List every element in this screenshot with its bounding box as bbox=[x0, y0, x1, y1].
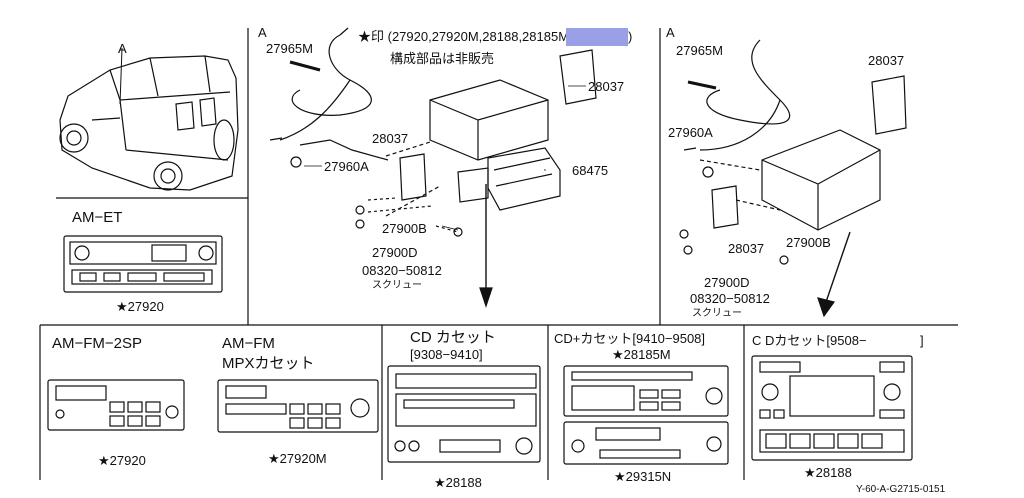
part-27965M-right: 27965M bbox=[676, 43, 723, 58]
component-note-close: ) bbox=[628, 29, 633, 44]
part-27900D-right: 27900D bbox=[704, 275, 750, 290]
left-assembly-marker: A bbox=[258, 25, 267, 40]
redacted-box bbox=[566, 28, 628, 46]
radio-cd-cassette-9508-illustration bbox=[751, 355, 913, 461]
radio-am-et-title: AM−ET bbox=[72, 209, 123, 226]
part-28037-top-left: 28037 bbox=[588, 79, 625, 94]
radio-cd-cassette-period: [9308−9410] bbox=[410, 347, 483, 362]
part-27900D-left: 27900D bbox=[372, 245, 418, 260]
screw-label-right: スクリュー bbox=[692, 308, 742, 319]
radio-cd-cassette-9508-part: ★28188 bbox=[804, 465, 852, 480]
part-68475: 68475 bbox=[572, 163, 609, 178]
part-27965M-left: 27965M bbox=[266, 41, 313, 56]
radio-cd-plus-cassette-part-bottom: ★29315N bbox=[614, 469, 672, 484]
radio-cd-plus-cassette-part-top: ★28185M bbox=[612, 347, 671, 362]
diagram-code: Y-60-A-G2715-0151 bbox=[856, 484, 946, 495]
radio-cd-plus-cassette-title: CD+カセット[9410−9508] bbox=[554, 331, 706, 346]
right-assembly-illustration bbox=[679, 39, 907, 318]
part-28037-mid-left: 28037 bbox=[372, 131, 409, 146]
part-28037-bottom-right: 28037 bbox=[728, 241, 765, 256]
radio-cd-plus-cassette-illustration bbox=[563, 365, 729, 465]
part-27900B-right: 27900B bbox=[786, 235, 831, 250]
part-27960A-right: 27960A bbox=[668, 125, 713, 140]
component-note-jp: 構成部品は非販売 bbox=[390, 51, 495, 66]
right-assembly-marker: A bbox=[666, 25, 675, 40]
radio-am-fm-2sp-title: AM−FM−2SP bbox=[52, 335, 143, 352]
vehicle-view-marker: A bbox=[118, 41, 127, 56]
radio-am-fm-mpx-title: AM−FM bbox=[222, 335, 275, 352]
radio-cd-cassette-9508-bracket: ] bbox=[920, 333, 924, 348]
radio-am-et-illustration bbox=[63, 235, 223, 293]
component-note: ★印 (27920,27920M,28188,28185M bbox=[358, 29, 570, 44]
radio-am-fm-mpx-subtitle: MPXカセット bbox=[222, 355, 315, 372]
radio-am-fm-2sp-illustration bbox=[47, 379, 185, 431]
radio-cd-cassette-9508-title: C Dカセット[9508− bbox=[752, 333, 867, 348]
radio-am-fm-mpx-part: ★27920M bbox=[268, 451, 327, 466]
radio-cd-cassette-illustration bbox=[387, 365, 541, 463]
radio-am-fm-2sp-part: ★27920 bbox=[98, 453, 146, 468]
radio-am-et-part: ★27920 bbox=[116, 299, 164, 314]
screw-label-left: スクリュー bbox=[372, 280, 422, 291]
part-08320-50812-right: 08320−50812 bbox=[690, 291, 770, 306]
part-28037-top-right: 28037 bbox=[868, 53, 905, 68]
radio-am-fm-mpx-illustration bbox=[217, 379, 379, 433]
radio-cd-cassette-title: CD カセット bbox=[410, 329, 496, 346]
vehicle-illustration bbox=[59, 47, 239, 191]
part-27960A-left: 27960A bbox=[324, 159, 369, 174]
left-assembly-illustration bbox=[269, 27, 597, 308]
radio-cd-cassette-part: ★28188 bbox=[434, 475, 482, 490]
part-08320-50812-left: 08320−50812 bbox=[362, 263, 442, 278]
part-27900B-left: 27900B bbox=[382, 221, 427, 236]
